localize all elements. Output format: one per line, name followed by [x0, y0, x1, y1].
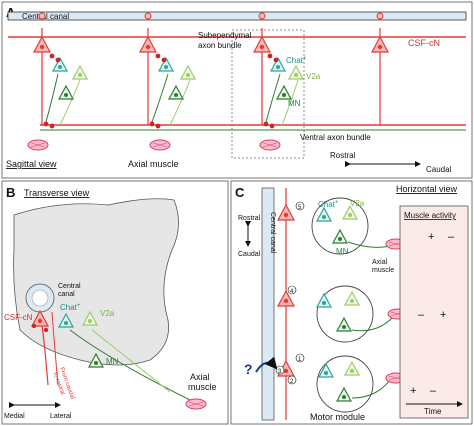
mn-label: MN — [336, 247, 349, 256]
axial-muscle-icon — [27, 139, 49, 151]
v2a-label: V2a — [306, 72, 321, 81]
chat-label: Chat+ — [60, 303, 81, 312]
rostral-label: Rostral — [330, 151, 356, 160]
segment-3 — [231, 12, 305, 159]
number-badge — [295, 353, 305, 363]
caudal-label: Caudal — [426, 165, 452, 174]
medial-label: Medial — [4, 413, 25, 420]
sagittal-view-label: Sagittal view — [6, 159, 57, 169]
csf-cn-cell — [139, 36, 157, 53]
activity-sign-3-left: + — [410, 385, 416, 397]
activity-sign-3-right: – — [430, 385, 437, 397]
v2a-label: V2a — [100, 309, 115, 318]
muscle-activity-title: Muscle activity — [404, 211, 456, 220]
question-mark: ? — [244, 361, 253, 377]
chat-label: Chat+ — [286, 56, 307, 65]
motor-module-3: 2 1 3 — [275, 353, 407, 413]
muscle-activity-panel: Muscle activity + – – + + – Time — [399, 205, 469, 419]
v2a-cell — [72, 65, 88, 80]
central-canal-label-1: Central — [58, 283, 81, 290]
csf-cn-cell — [253, 36, 271, 53]
number-2: 2 — [290, 379, 294, 385]
horizontal-view-title: Horizontal view — [396, 184, 458, 194]
axial-muscle-icon — [149, 139, 171, 151]
axial-muscle-icon — [185, 398, 207, 410]
mn-cell — [58, 85, 74, 100]
mn-label: MN — [106, 357, 119, 366]
synapse-dots — [43, 53, 279, 129]
canal-contact — [144, 12, 152, 20]
axial-label: Axial — [190, 372, 210, 382]
motor-module-label: Motor module — [310, 412, 365, 422]
segment-4 — [371, 12, 389, 125]
central-canal-label: Central canal — [269, 212, 276, 254]
csf-cn-cell — [33, 36, 51, 53]
central-canal-lumen — [31, 289, 49, 307]
panel-c-letter: C — [235, 185, 245, 200]
gray-matter — [13, 198, 179, 366]
subependymal-label-2: axon bundle — [198, 41, 242, 50]
csf-cn-cell — [371, 36, 389, 53]
dashed-highlight-box — [231, 29, 305, 159]
number-1: 1 — [298, 357, 302, 363]
number-5: 5 — [298, 205, 302, 211]
curved-arrow — [255, 356, 278, 373]
number-badge — [295, 201, 305, 211]
number-3: 3 — [278, 369, 282, 375]
csf-axon-2 — [51, 311, 59, 386]
panel-c: C Horizontal view Rostral Caudal Central… — [230, 180, 473, 425]
panel-b-letter: B — [6, 185, 15, 200]
mn-cell — [168, 85, 184, 100]
activity-sign-2-right: + — [440, 309, 446, 321]
caudal-label: Caudal — [238, 251, 261, 258]
muscle-label: muscle — [372, 267, 394, 274]
subependymal-label-1: Subependymal — [198, 31, 252, 40]
activity-sign-1-right: – — [448, 231, 455, 243]
canal-contact — [38, 12, 46, 20]
axial-muscle-label: Axial muscle — [128, 159, 179, 169]
muscle-activity-box — [399, 205, 469, 419]
central-canal-band — [7, 11, 467, 21]
mn-cell — [276, 85, 292, 100]
muscle-label: muscle — [188, 382, 217, 392]
axial-label: Axial — [372, 259, 388, 266]
central-canal-label: Central canal — [22, 12, 69, 21]
mn-axon — [69, 329, 191, 401]
v2a-axon — [91, 329, 171, 393]
activity-sign-1-left: + — [428, 231, 434, 243]
panel-b: B Transverse view Central canal CSF-cN C… — [1, 180, 229, 425]
motor-module-1: Chat+ V2a MN Axial muscle 5 — [277, 197, 407, 274]
csf-cn-label: CSF-cN — [408, 38, 440, 48]
canal-contact — [258, 12, 266, 20]
transverse-view-title: Transverse view — [24, 188, 90, 198]
canal-contact — [376, 12, 384, 20]
number-badge — [275, 365, 285, 375]
number-badge — [287, 285, 297, 295]
segment-2 — [139, 12, 196, 151]
ventral-axon-label: Ventral axon bundle — [300, 133, 371, 142]
panel-a: A Central canal — [1, 1, 473, 179]
time-label: Time — [424, 407, 442, 416]
v2a-label: V2a — [350, 199, 365, 208]
lateral-label: Lateral — [50, 413, 72, 420]
central-canal-label-2: canal — [58, 291, 75, 298]
axial-muscle-icon — [259, 139, 281, 151]
rostral-label: Rostral — [238, 215, 261, 222]
mn-label: MN — [288, 99, 301, 108]
csf-cn-label: CSF-cN — [4, 313, 33, 322]
csf-cn-cell — [277, 204, 295, 221]
motor-module-2: 4 — [277, 285, 409, 343]
segment-1 — [27, 12, 88, 151]
v2a-cell — [288, 65, 304, 80]
chat-label: Chat+ — [318, 200, 339, 209]
number-4: 4 — [290, 289, 294, 295]
activity-sign-2-left: – — [418, 309, 425, 321]
number-badge — [287, 375, 297, 385]
v2a-cell — [180, 65, 196, 80]
synapse-dots-b — [31, 323, 49, 333]
